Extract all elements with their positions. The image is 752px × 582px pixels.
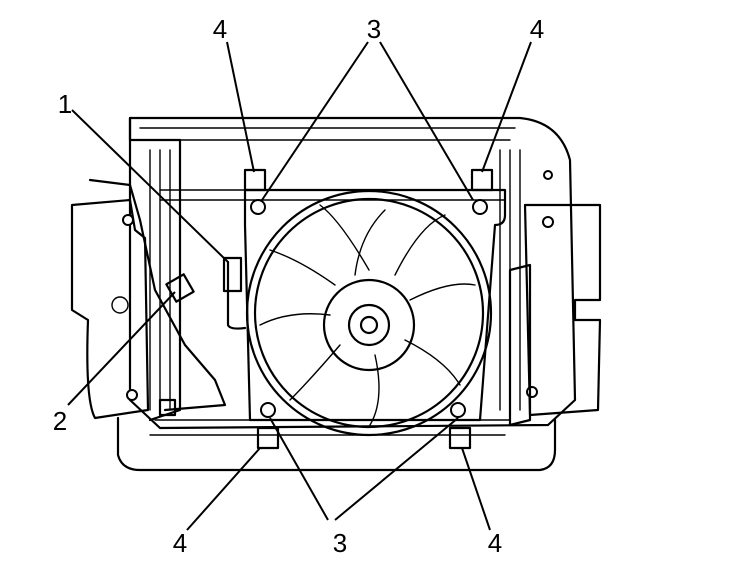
fan-hub: [322, 278, 416, 372]
leader-3-top-a: [261, 41, 369, 201]
leader-4-bottom-left: [186, 447, 261, 531]
wiring-harness: [88, 178, 247, 417]
leader-1: [71, 109, 229, 263]
callout-2: 2: [53, 406, 67, 436]
callout-4-bottom-right: 4: [488, 528, 502, 558]
radiator-frame: [116, 116, 577, 472]
callout-4-top-left: 4: [213, 14, 227, 44]
callout-4-bottom-left: 4: [173, 528, 187, 558]
leader-3-bottom-b: [334, 417, 459, 521]
callout-3-bottom: 3: [333, 528, 347, 558]
leader-4-bottom-right: [461, 447, 491, 531]
leader-4-top-right: [481, 41, 532, 173]
leader-3-bottom-a: [269, 417, 329, 521]
leader-3-top-b: [379, 41, 474, 201]
fan-bolts: [250, 199, 488, 418]
left-bracket: [70, 198, 150, 420]
callout-3-top: 3: [367, 14, 381, 44]
mounting-grommets: [243, 168, 494, 450]
right-bracket: [508, 170, 602, 427]
left-tank: [149, 149, 171, 411]
leader-4-top-left: [226, 41, 255, 173]
callout-lines: [67, 41, 532, 531]
fan-shroud: [243, 188, 507, 437]
fan-blades: [259, 204, 476, 426]
callout-labels: 4 3 4 1 2 4 3 4: [53, 14, 544, 558]
callout-4-top-right: 4: [530, 14, 544, 44]
leader-2: [67, 291, 176, 406]
callout-1: 1: [58, 89, 72, 119]
right-tank: [499, 149, 521, 411]
